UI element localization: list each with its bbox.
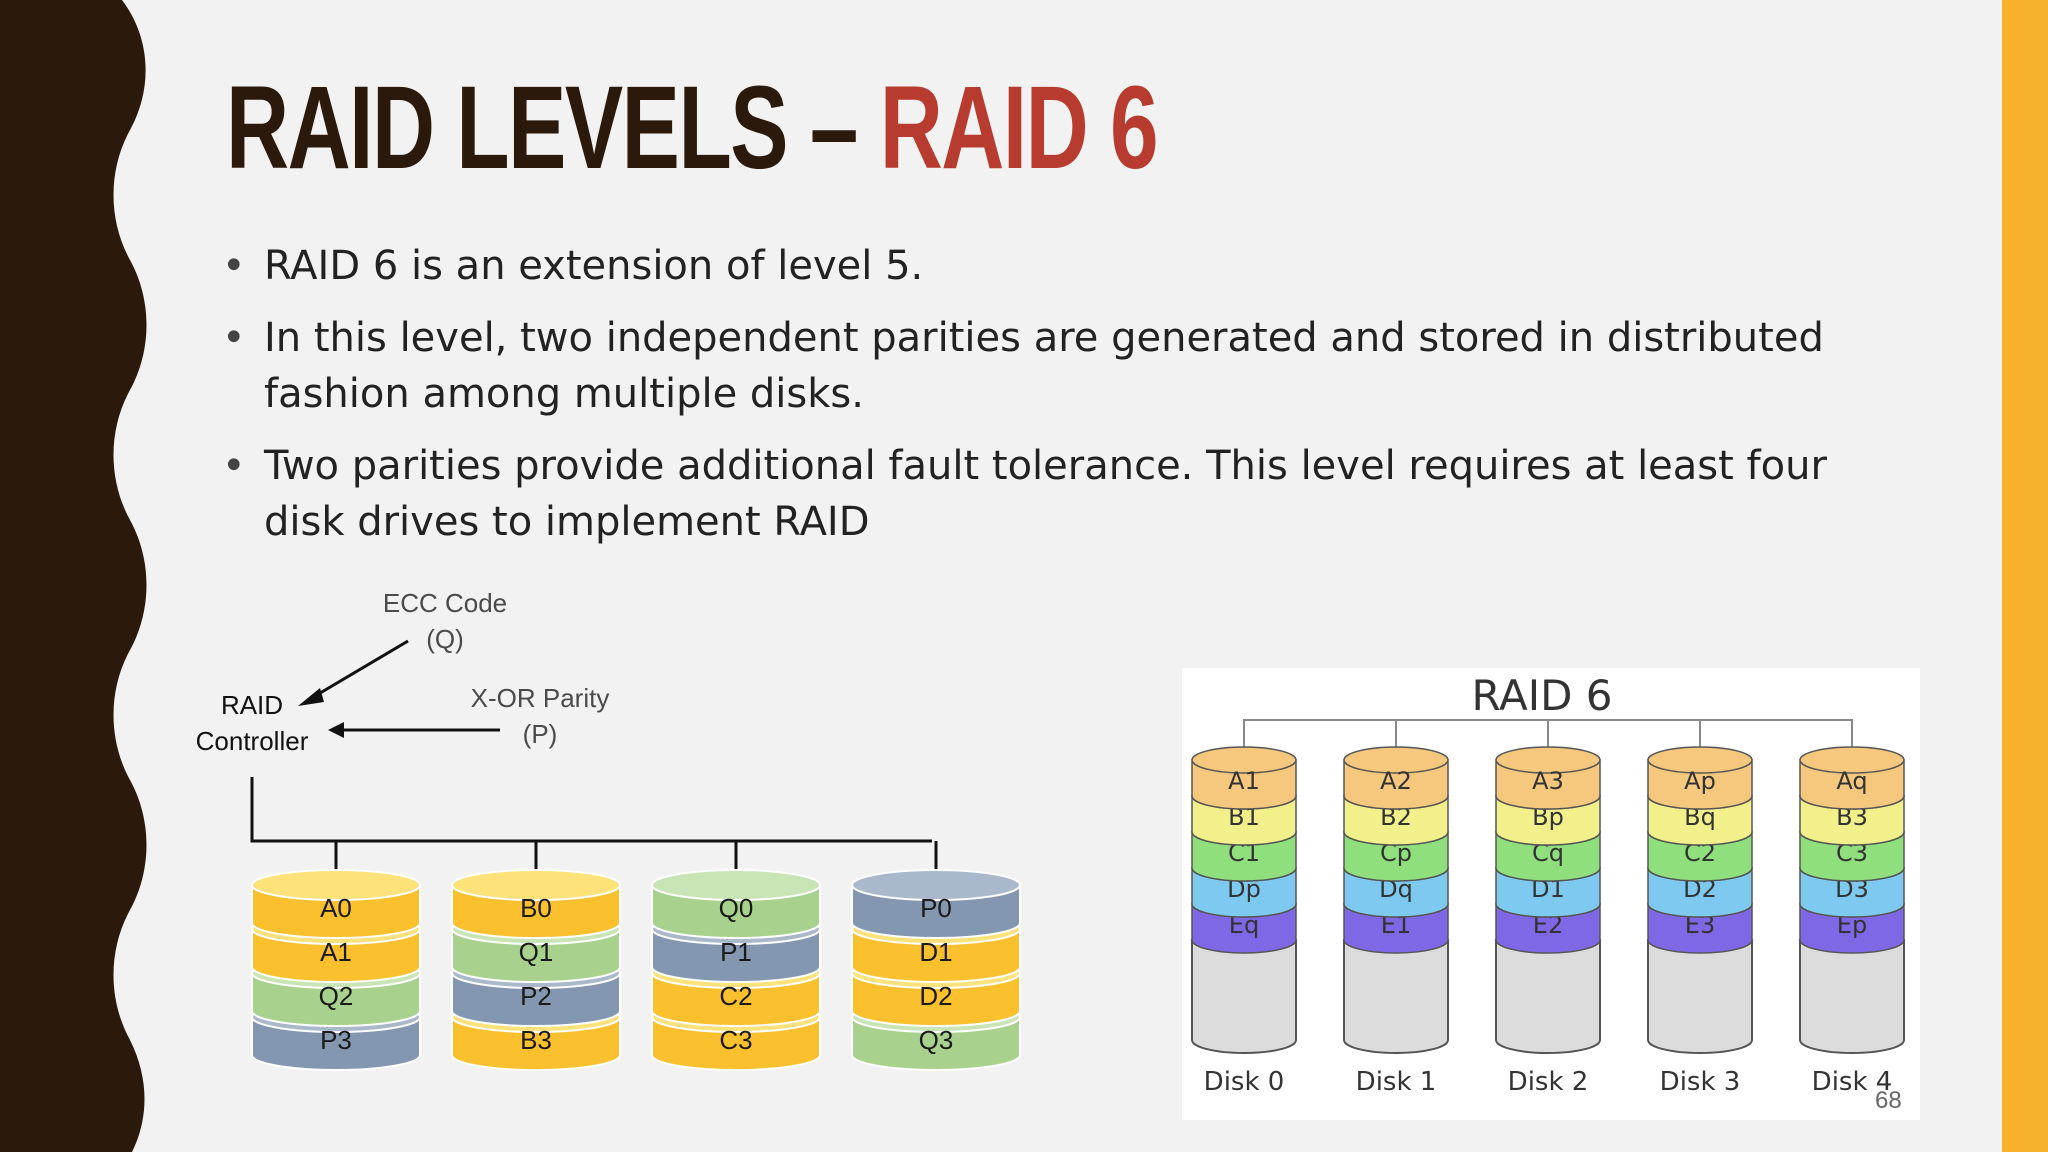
ecc-arrow-head [298, 688, 324, 706]
platter-label: P1 [720, 937, 752, 967]
disk-label: Disk 1 [1356, 1067, 1437, 1097]
disk-empty-body [1647, 939, 1753, 1054]
platter-label: P0 [920, 893, 952, 923]
disk-empty-body [1343, 939, 1449, 1054]
disk-block-label: A3 [1532, 767, 1564, 795]
disk-label: Disk 4 [1812, 1067, 1893, 1097]
platter-label: Q2 [319, 981, 354, 1011]
disk-stack: B3 P2 Q1 B0 [451, 841, 621, 1071]
platter-label: C2 [719, 981, 752, 1011]
raid6-diagram-title: RAID 6 [1471, 671, 1612, 720]
disk-empty-body [1495, 939, 1601, 1054]
disk-label: Disk 0 [1204, 1067, 1285, 1097]
controller-bus [250, 777, 932, 843]
platter-label: Q3 [919, 1025, 954, 1055]
xor-parity-label: X-OR Parity [471, 683, 610, 713]
slide-title: RAID LEVELS – RAID 6 [226, 58, 1159, 198]
ecc-code-label: ECC Code [383, 588, 507, 618]
disk-stack: C3 C2 P1 Q0 [651, 841, 821, 1071]
disk-platter: B0 [451, 869, 621, 939]
disk-block-label: Ap [1684, 767, 1716, 795]
platter-label: Q1 [519, 937, 554, 967]
platter-label: Q0 [719, 893, 754, 923]
raid-controller-label: RAID [221, 690, 283, 720]
disk-block-label: A2 [1380, 767, 1412, 795]
raid6-controller-diagram: ECC Code (Q) X-OR Parity (P) RAID Contro… [196, 588, 1021, 1071]
disk-block: Aq [1799, 746, 1905, 810]
platter-label: B3 [520, 1025, 552, 1055]
disk-block: A3 [1495, 746, 1601, 810]
platter-label: D2 [919, 981, 952, 1011]
disk-platter: P0 [851, 869, 1021, 939]
platter-label: B0 [520, 893, 552, 923]
platter-label: P2 [520, 981, 552, 1011]
disk-block-label: Aq [1836, 767, 1867, 795]
raid-controller-label-2: Controller [196, 726, 309, 756]
bullet-item: Two parities provide additional fault to… [222, 438, 1862, 550]
platter-label: A0 [320, 893, 352, 923]
xor-parity-p-label: (P) [523, 719, 558, 749]
disk-label: Disk 2 [1508, 1067, 1589, 1097]
page-number: 68 [1875, 1087, 1902, 1114]
platter-label: D1 [919, 937, 952, 967]
title-accent: RAID 6 [879, 62, 1159, 194]
right-accent-band [2002, 0, 2048, 1152]
disk-block: Ap [1647, 746, 1753, 810]
platter-label: A1 [320, 937, 352, 967]
disk-platter: Q0 [651, 869, 821, 939]
xor-arrow-head [328, 722, 344, 738]
disk-empty-body [1191, 939, 1297, 1054]
left-wavy-band [0, 0, 147, 1152]
disk-label: Disk 3 [1660, 1067, 1741, 1097]
platter-label: P3 [320, 1025, 352, 1055]
disk-stack: Q3 D2 D1 P0 [851, 841, 1021, 1071]
disk-stack: P3 Q2 A1 A0 [251, 841, 421, 1071]
bullet-item: In this level, two independent parities … [222, 310, 1862, 422]
bullet-list: RAID 6 is an extension of level 5. In th… [222, 238, 1862, 566]
disk-platter: A0 [251, 869, 421, 939]
disk-block: A2 [1343, 746, 1449, 810]
bullet-item: RAID 6 is an extension of level 5. [222, 238, 1862, 294]
ecc-code-q-label: (Q) [426, 624, 464, 654]
title-main: RAID LEVELS – [226, 62, 880, 194]
disk-empty-body [1799, 939, 1905, 1054]
disk-block-label: A1 [1228, 767, 1260, 795]
disk-block: A1 [1191, 746, 1297, 810]
ecc-arrow [309, 639, 409, 701]
platter-label: C3 [719, 1025, 752, 1055]
